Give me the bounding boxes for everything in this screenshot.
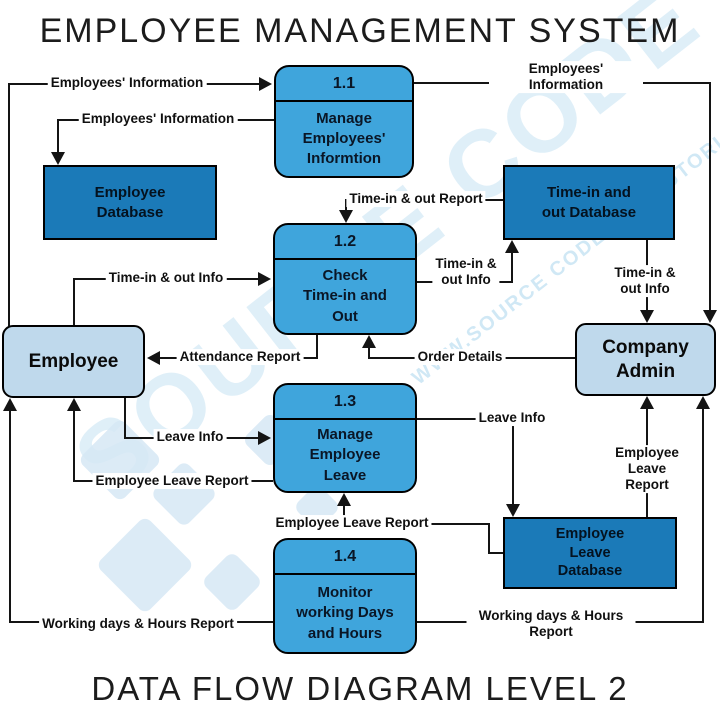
flow-label-employees-information-db: Employees' Information (78, 111, 238, 127)
datastore-employee-database-label: Employee Database (94, 184, 166, 221)
flow-line (488, 523, 490, 554)
flow-line (57, 119, 59, 155)
flow-line (9, 409, 11, 623)
process-1-3-label: Manage Employee Leave (309, 426, 381, 484)
flow-label-time-in-out-info-employee: Time-in & out Info (105, 270, 227, 286)
flow-label-employees-information-left: Employees' Information (47, 75, 207, 91)
flow-label-employee-leave-report-mid: Employee Leave Report (272, 515, 432, 531)
arrowhead-up (696, 396, 710, 409)
entity-company-admin-label: Company Admin (602, 336, 689, 382)
arrowhead-up (640, 396, 654, 409)
flow-label-attendance-report: Attendance Report (176, 349, 304, 365)
flow-label-leave-info-left: Leave Info (153, 429, 227, 445)
flow-line (417, 418, 513, 420)
datastore-employee-leave-database-label: Employee Leave Database (555, 525, 625, 580)
flow-label-working-days-left: Working days & Hours Report (39, 616, 237, 632)
arrowhead-down (640, 310, 654, 323)
flow-label-order-details: Order Details (414, 349, 506, 365)
flow-label-time-in-out-info-right: Time-in & out Info (611, 265, 679, 297)
datastore-employee-leave-database: Employee Leave Database (503, 517, 677, 589)
flow-label-time-in-out-info-mid: Time-in & out Info (432, 256, 500, 288)
entity-company-admin: Company Admin (575, 323, 716, 396)
entity-employee-label: Employee (28, 350, 119, 372)
flow-line (709, 82, 711, 312)
process-1-3-number: 1.3 (275, 385, 415, 420)
process-1-1-number: 1.1 (276, 67, 412, 102)
process-1-1-label: Manage Employees' Informtion (302, 109, 386, 168)
flow-line (368, 346, 370, 358)
arrowhead-right (258, 431, 271, 445)
arrowhead-down (703, 310, 717, 323)
flow-line (511, 251, 513, 283)
watermark-shape (200, 550, 264, 614)
process-1-2-label: Check Time-in and Out (303, 267, 387, 325)
process-1-4-number: 1.4 (275, 540, 415, 575)
arrowhead-up (337, 493, 351, 506)
watermark-shape (150, 460, 218, 528)
flow-line (512, 418, 514, 506)
arrowhead-up (3, 398, 17, 411)
arrowhead-right (259, 77, 272, 91)
arrowhead-up (505, 240, 519, 253)
flow-label-employee-leave-report-left: Employee Leave Report (92, 473, 252, 489)
flow-label-working-days-right: Working days & Hours Report (466, 608, 636, 640)
arrowhead-up (362, 335, 376, 348)
flow-line (488, 552, 503, 554)
arrowhead-down (339, 210, 353, 223)
flow-line (73, 278, 75, 327)
entity-employee: Employee (2, 325, 145, 398)
datastore-employee-database: Employee Database (43, 165, 217, 240)
flow-label-employee-leave-report-right: Employee Leave Report (612, 445, 682, 493)
diagram-title: EMPLOYEE MANAGEMENT SYSTEM (39, 12, 681, 50)
flow-line (8, 83, 10, 326)
flow-line (343, 504, 345, 524)
arrowhead-down (506, 504, 520, 517)
process-1-4: 1.4 Monitor working Days and Hours (273, 538, 417, 654)
flow-line (316, 335, 318, 358)
process-1-1: 1.1 Manage Employees' Informtion (274, 65, 414, 178)
process-1-4-label: Monitor working Days and Hours (296, 584, 394, 642)
flow-label-employees-information-right: Employees' Information (489, 61, 643, 93)
flow-label-leave-info-right: Leave Info (475, 410, 549, 426)
watermark-shape (95, 515, 195, 615)
flow-line (345, 199, 347, 212)
arrowhead-left (147, 351, 160, 365)
diagram-subtitle: DATA FLOW DIAGRAM LEVEL 2 (91, 670, 629, 707)
process-1-2: 1.2 Check Time-in and Out (273, 223, 417, 335)
flow-label-time-in-out-report: Time-in & out Report (346, 191, 486, 207)
process-1-2-number: 1.2 (275, 225, 415, 260)
arrowhead-down (51, 152, 65, 165)
watermark-shape (77, 417, 163, 503)
arrowhead-up (67, 398, 81, 411)
datastore-timein-out-database-label: Time-in and out Database (541, 184, 637, 221)
arrowhead-right (258, 272, 271, 286)
flow-line (124, 398, 126, 438)
process-1-3: 1.3 Manage Employee Leave (273, 383, 417, 493)
datastore-timein-out-database: Time-in and out Database (503, 165, 675, 240)
flow-line (73, 409, 75, 481)
flow-line (702, 407, 704, 623)
